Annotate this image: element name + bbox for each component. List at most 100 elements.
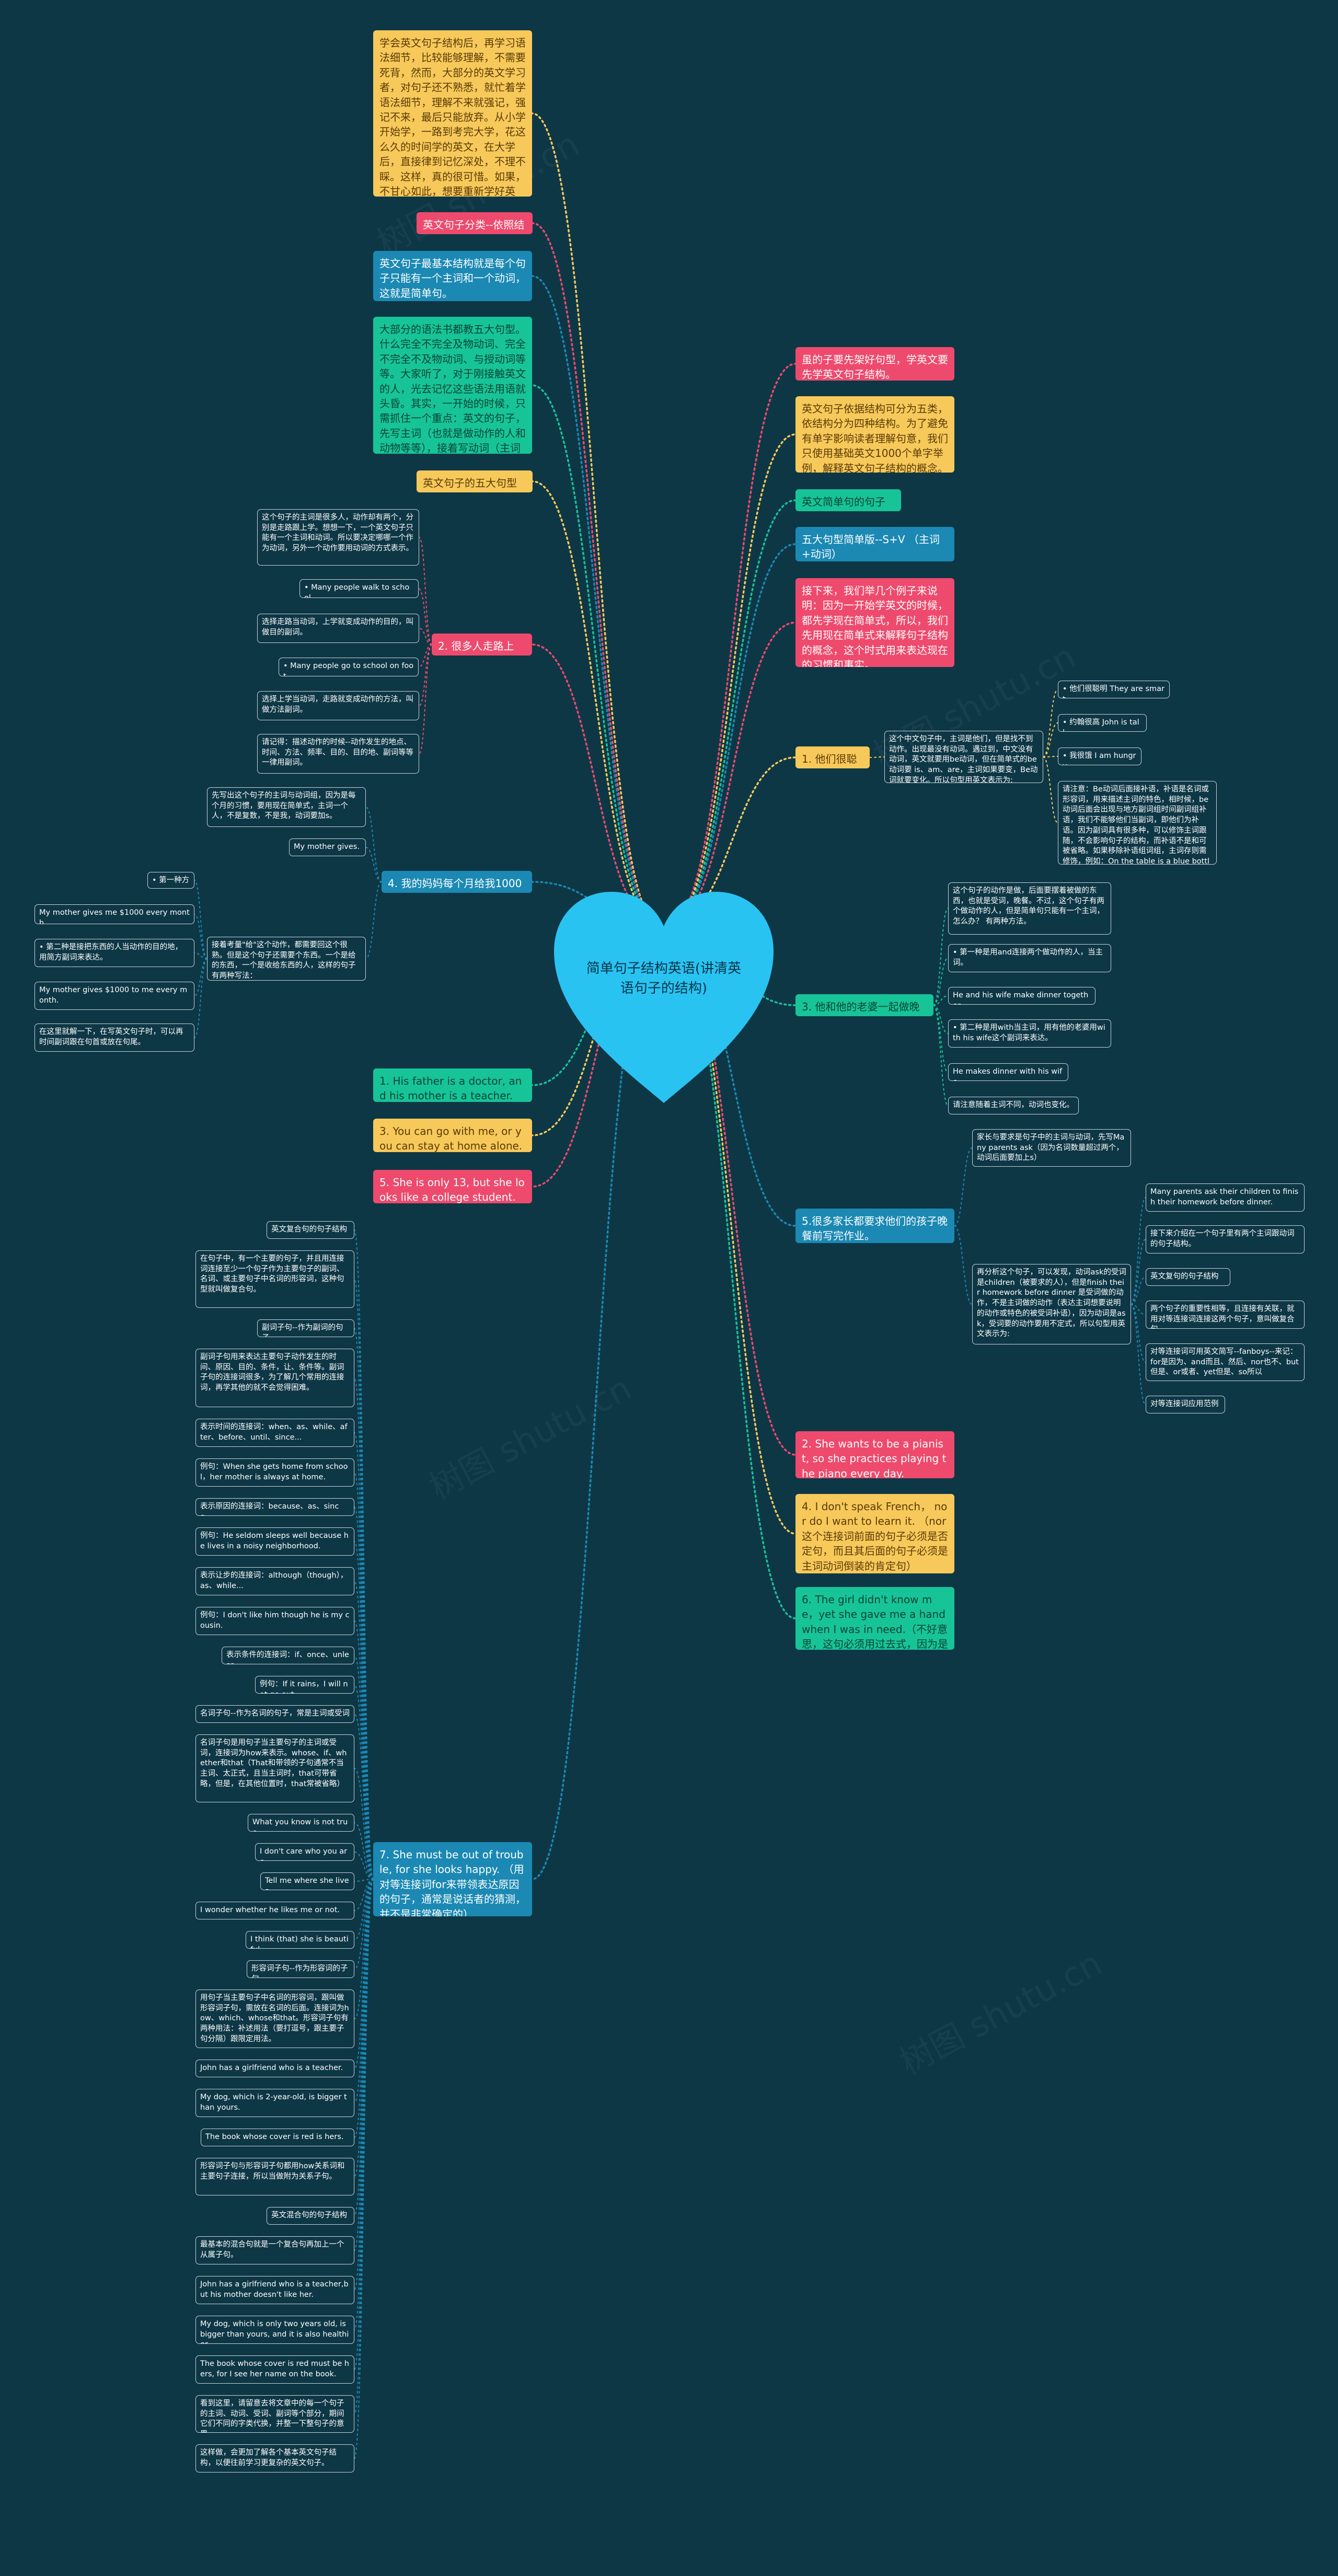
compound-example-3[interactable]: 3. You can go with me, or you can stay a… — [373, 1119, 532, 1152]
connector — [1131, 1276, 1146, 1305]
fanboys-conjunctions[interactable]: 对等连接词可用英文简写--fanboys--来记：for是因为、and而且、然后… — [1146, 1343, 1305, 1381]
complex-sentence-leaf[interactable]: I don't care who you are. — [255, 1843, 354, 1861]
complex-sentence-leaf[interactable]: 这样做，会更加了解各个基本英文句子结构，以便往前学习更复杂的英文句子。 — [195, 2444, 354, 2472]
complex-sentence-leaf[interactable]: 表示时间的连接词：when、as、while、after、before、unti… — [195, 1419, 354, 1447]
compound-sentence-definition[interactable]: 两个句子的重要性相等，且连接有关联，就用对等连接词连接这两个句子，意叫做复合句。 — [1146, 1301, 1305, 1329]
complex-sentence-leaf[interactable]: 用句子当主要句子中名词的形容词，跟叫做形容词子句，需放在名词的后面。连接词为ho… — [195, 1990, 354, 2048]
connector — [354, 1432, 374, 1880]
example-4-detail[interactable]: 先写出这个句子的主词与动词组，因为是每个月的习惯，要用现在简单式，主词一个人，不… — [207, 787, 366, 827]
compound-example-7[interactable]: 7. She must be out of trouble, for she l… — [373, 1842, 532, 1916]
example-3-sentence-a[interactable]: He and his wife make dinner together. — [948, 987, 1095, 1005]
learn-structure-first-node[interactable]: 虽的子要先架好句型，学英文要先学英文句子结构。 — [795, 347, 954, 381]
connector — [532, 222, 661, 926]
example-2-note-a[interactable]: 选择走路当动词，上学就变成动作的目的，叫做目的副词。 — [257, 614, 419, 643]
center-heart[interactable] — [549, 889, 779, 1108]
example-2-reminder[interactable]: 请记得：描述动作的时候--动作发生的地点、时间、方法、频率、目的、目的地、副词等… — [257, 734, 419, 774]
example-5-detail[interactable]: 家长与要求是句子中的主词与动词，先写Many parents ask（因为名词数… — [972, 1129, 1131, 1167]
example-1-sentence-a[interactable]: • 他们很聪明 They are smart. — [1058, 681, 1170, 698]
pattern-sv-node[interactable]: 五大句型简单版--S+V （主词+动词） — [795, 527, 954, 561]
connector — [354, 1879, 374, 2019]
connector — [933, 995, 949, 1006]
complex-sentence-leaf[interactable]: 副词子句用来表达主要句子动作发生的时间、原因、目的、条件，让、条件等。副词子句的… — [195, 1349, 354, 1407]
complex-sentence-leaf[interactable]: 名词子句--作为名词的句子，常是主词或受词 — [195, 1705, 354, 1723]
complex-sentence-leaf[interactable]: 最基本的混合句就是一个复合句再加上一个从属子句。 — [195, 2236, 354, 2264]
complex-sentence-leaf[interactable]: 形容词子句与形容词子句都用how关系词和主要句子连接，所以当做附为关系子句。 — [195, 2158, 354, 2195]
complex-sentence-leaf[interactable]: 例句：I don't like him though he is my cous… — [195, 1607, 354, 1635]
compound-sentence-structure[interactable]: 英文复句的句子结构 — [1146, 1268, 1230, 1286]
example-2-sentence-a[interactable]: • Many people walk to school. — [299, 579, 419, 598]
simple-sentence-structure-node[interactable]: 英文简单句的句子结构 — [795, 489, 901, 511]
complex-sentence-leaf[interactable]: 副词子句--作为副词的句子 — [257, 1319, 354, 1337]
example-4-method-1[interactable]: • 第一种方 — [147, 872, 194, 889]
example-5-node[interactable]: 5.很多家长都要求他们的孩子晚餐前写完作业。 — [795, 1209, 954, 1243]
intro-node[interactable]: 学会英文句子结构后，再学习语法细节，比较能够理解，不需要死背，然而，大部分的英文… — [373, 30, 532, 197]
five-patterns-explanation-node[interactable]: 大部分的语法书都教五大句型。什么完全不完全及物动词、完全不完全不及物动词、与授动… — [373, 317, 532, 454]
complex-sentence-leaf[interactable]: The book whose cover is red must be hers… — [195, 2355, 354, 2384]
complex-sentence-leaf[interactable]: I think (that) she is beautiful. — [246, 1931, 354, 1949]
two-clause-intro[interactable]: 接下来介绍在一个句子里有两个主词跟动词的句子结构。 — [1146, 1225, 1305, 1254]
connector — [1043, 689, 1058, 757]
complex-sentence-leaf[interactable]: 英文复合句的句子结构 — [267, 1221, 354, 1239]
example-5-explanation[interactable]: 再分析这个句子，可以发现，动词ask的受词是children（被要求的人），但是… — [972, 1264, 1131, 1344]
complex-sentence-leaf[interactable]: The book whose cover is red is hers. — [201, 2129, 354, 2146]
complex-sentence-leaf[interactable]: 例句：He seldom sleeps well because he live… — [195, 1527, 354, 1556]
complex-sentence-leaf[interactable]: John has a girlfriend who is a teacher. — [195, 2060, 354, 2077]
example-2-node[interactable]: 2. 很多人走路上学。 — [432, 634, 532, 656]
example-2-detail[interactable]: 这个句子的主词是很多人，动作却有两个，分别是走路跟上学。想想一下，一个英文句子只… — [257, 509, 419, 566]
connector — [365, 881, 382, 959]
compound-example-5[interactable]: 5. She is only 13, but she looks like a … — [373, 1170, 532, 1203]
compound-example-2[interactable]: 2. She wants to be a pianist, so she pra… — [795, 1431, 954, 1478]
five-patterns-examples-node[interactable]: 英文句子的五大句型例句 — [417, 470, 533, 492]
complex-sentence-leaf[interactable]: 英文混合句的句子结构 — [267, 2207, 354, 2225]
example-4-note[interactable]: 在这里就解一下，在写英文句子时，可以再时间副词跟在句首或放在句尾。 — [34, 1024, 194, 1052]
complex-sentence-leaf[interactable]: 形容词子句--作为形容词的子句 — [247, 1960, 354, 1978]
complex-sentence-leaf[interactable]: My dog, which is 2-year-old, is bigger t… — [195, 2089, 354, 2117]
example-4-sentence-b[interactable]: My mother gives $1000 to me every month. — [34, 982, 194, 1010]
example-5-sentence[interactable]: Many parents ask their children to finis… — [1146, 1183, 1305, 1212]
example-4-method-2[interactable]: • 第二种是接把东西的人当动作的目的地，用简方副词来表达。 — [34, 939, 194, 967]
present-simple-explanation-node[interactable]: 接下来，我们举几个例子来说明：因为一开始学英文的时候，都先学现在简单式，所以，我… — [795, 578, 954, 667]
complex-sentence-leaf[interactable]: 看到这里，请留意去将文章中的每一个句子的主词、动词、受词、副词等个部分，期间它们… — [195, 2395, 354, 2433]
example-3-sentence-b[interactable]: He makes dinner with his wife. — [948, 1063, 1068, 1081]
example-3-note[interactable]: 请注意随着主词不同，动词也变化。 — [948, 1097, 1079, 1114]
example-4-sentence-a[interactable]: My mother gives me $1000 every month. — [34, 904, 194, 924]
connector — [1043, 756, 1058, 823]
complex-sentence-leaf[interactable]: 在句子中，有一个主要的句子，并且用连接词连接至少一个句子作为主要句子的副词、名词… — [195, 1250, 354, 1308]
example-4-partial[interactable]: My mother gives. — [289, 838, 366, 856]
sentence-classification-node[interactable]: 英文句子分类--依照结构 — [417, 212, 533, 234]
example-1-sentence-c[interactable]: • 我很饿 I am hungry. — [1058, 748, 1141, 765]
connector — [194, 958, 207, 1038]
complex-sentence-leaf[interactable]: 表示原因的连接词：because、as、since... — [195, 1498, 354, 1516]
sentence-types-node[interactable]: 英文句子依据结构可分为五类，依结构分为四种结构。为了避免有单字影响读者理解句意，… — [795, 396, 954, 473]
conjunction-examples[interactable]: 对等连接词应用范例 — [1146, 1396, 1225, 1413]
example-3-detail[interactable]: 这个句子的动作是做，后面要摆着被做的东西，也就是受词，晚餐。不过，这个句子有两个… — [948, 882, 1111, 935]
compound-example-4[interactable]: 4. I don't speak French， nor do I want t… — [795, 1494, 954, 1573]
complex-sentence-leaf[interactable]: 表示让步的连接词：although（though），as、while... — [195, 1567, 354, 1595]
example-1-node[interactable]: 1. 他们很聪明 — [795, 746, 870, 768]
complex-sentence-leaf[interactable]: 名词子句是用句子当主要句子的主词或受词，连接词为how来表示。whose、if、… — [195, 1734, 354, 1802]
complex-sentence-leaf[interactable]: What you know is not true. — [248, 1814, 354, 1832]
example-3-method-2[interactable]: • 第二种是用with当主词，用有他的老婆用with his wife这个副词来… — [948, 1019, 1111, 1048]
example-3-node[interactable]: 3. 他和他的老婆一起做晚餐。 — [795, 994, 933, 1016]
example-3-method-1[interactable]: • 第一种是用and连接两个做动作的人，当主词。 — [948, 944, 1111, 972]
example-2-note-b[interactable]: 选择上学当动词，走路就变成动作的方法，叫做方法副词。 — [257, 691, 419, 720]
example-4-node[interactable]: 4. 我的妈妈每个月给我1000元。 — [382, 871, 532, 893]
compound-example-1[interactable]: 1. His father is a doctor, and his mothe… — [373, 1068, 532, 1102]
complex-sentence-leaf[interactable]: My dog, which is only two years old, is … — [195, 2316, 354, 2344]
complex-sentence-leaf[interactable]: 表示条件的连接词：if、once、unless — [222, 1647, 354, 1664]
connector — [354, 1328, 374, 1880]
complex-sentence-leaf[interactable]: Tell me where she lives. — [260, 1872, 354, 1890]
connector — [365, 847, 382, 882]
complex-sentence-leaf[interactable]: 例句：If it rains，I will not go out. — [255, 1676, 354, 1694]
complex-sentence-leaf[interactable]: I wonder whether he likes me or not. — [195, 1902, 354, 1919]
complex-sentence-leaf[interactable]: John has a girlfriend who is a teacher,b… — [195, 2276, 354, 2304]
example-1-note[interactable]: 请注意：Be动词后面接补语，补语是名词或形容词，用来描述主词的特色，相时候，be… — [1058, 781, 1217, 865]
compound-example-6[interactable]: 6. The girl didn't know me，yet she gave … — [795, 1587, 954, 1650]
example-1-sentence-b[interactable]: • 约翰很高 John is tall. — [1058, 714, 1147, 732]
example-1-detail[interactable]: 这个中文句子中，主词是他们，但是找不到动作。出现最没有动词。遇过到，中文没有动词… — [884, 731, 1043, 783]
example-4-explanation[interactable]: 接着考量"给"这个动作，都需要回这个很熟。但是这个句子还需要个东西。一个是给的东… — [207, 937, 366, 981]
example-2-sentence-b[interactable]: • Many people go to school on foot. — [279, 658, 419, 676]
complex-sentence-leaf[interactable]: 例句：When she gets home from school，her mo… — [195, 1458, 354, 1487]
simple-sentence-definition-node[interactable]: 英文句子最基本结构就是每个句子只能有一个主词和一个动词，这就是简单句。 — [373, 251, 532, 301]
